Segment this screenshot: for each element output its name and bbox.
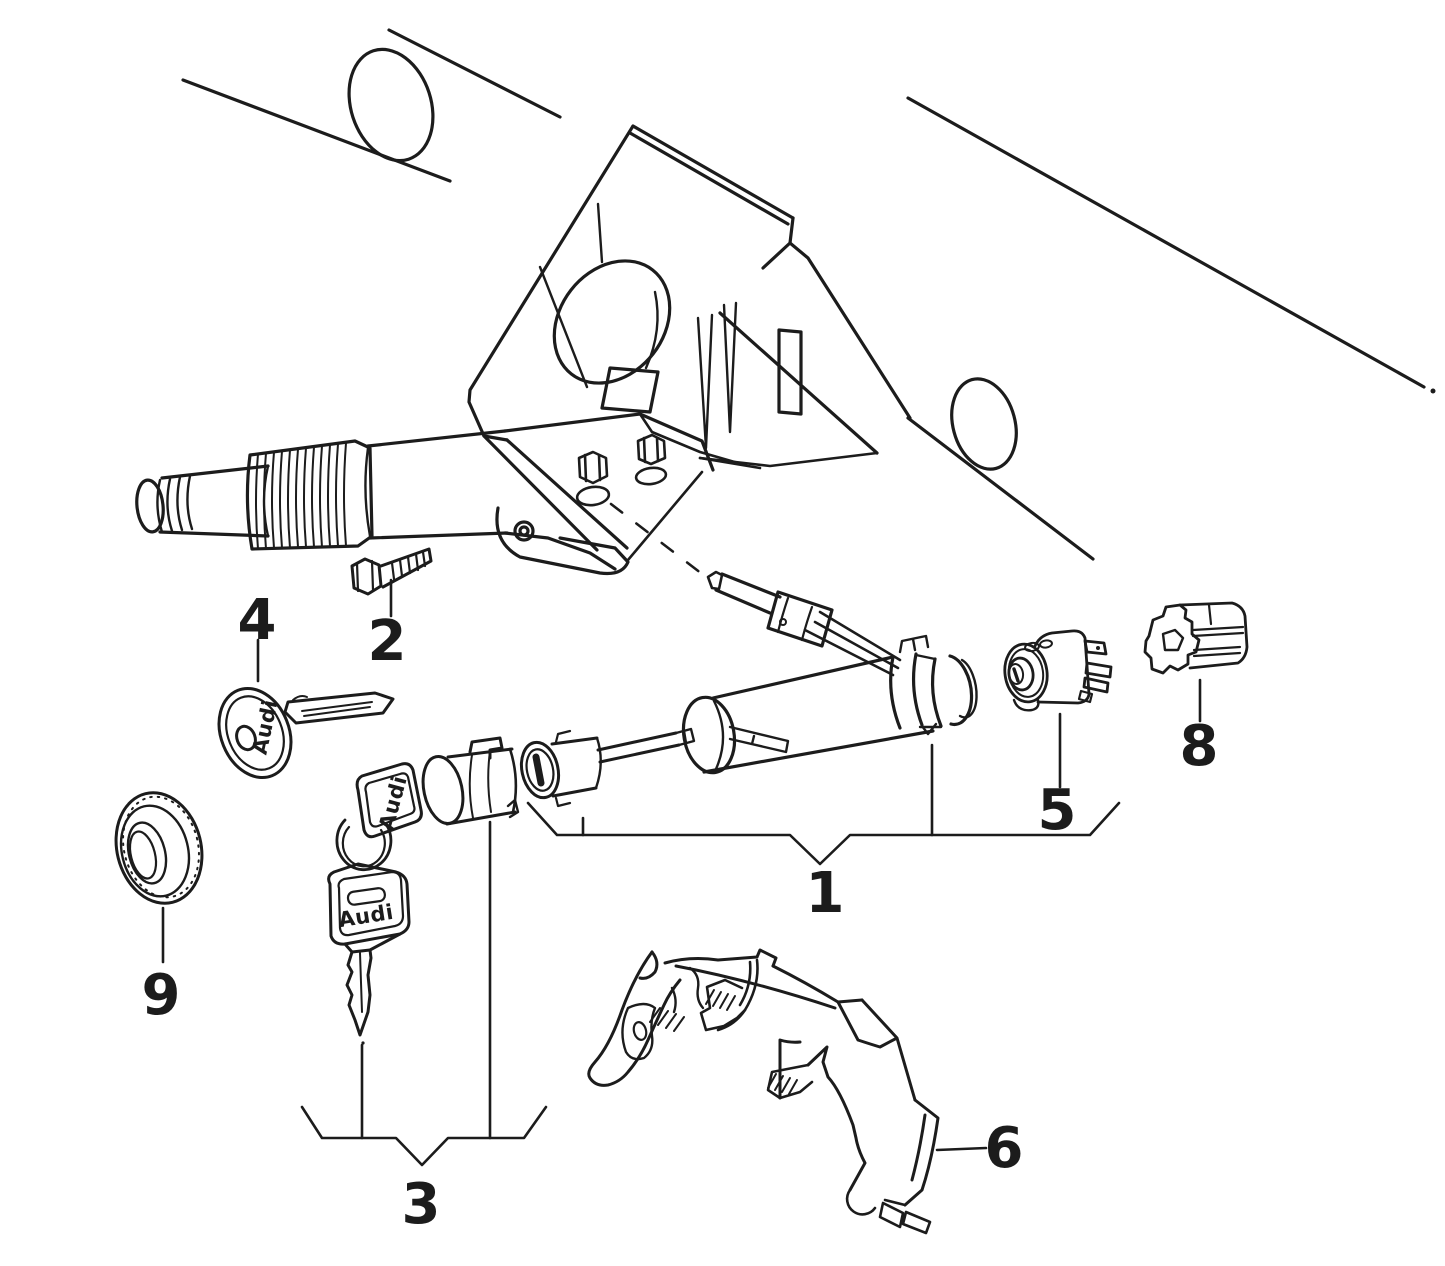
lock-cylinder-with-keys: [327, 727, 696, 1045]
part-callout-4[interactable]: 4: [238, 588, 277, 653]
pivot-arm: [495, 506, 630, 576]
part-callout-5[interactable]: 5: [1038, 778, 1077, 843]
dash-oval-hole-left: [347, 47, 435, 163]
line-end-dot: [1430, 388, 1436, 394]
part-callout-8[interactable]: 8: [1180, 714, 1219, 779]
callout-labels: 1 2 3 4 5 6 8 9 Audi Audi Audi: [142, 588, 1219, 1237]
mounting-bracket-plate: [467, 124, 912, 552]
dash-line-left-upper: [387, 28, 562, 119]
leader-6: [935, 1146, 988, 1152]
dash-line-right-lower: [906, 416, 1095, 561]
bracket-oval-hole: [552, 259, 672, 385]
bracket-tab: [600, 366, 660, 414]
steering-lock-housing: [681, 570, 978, 775]
dash-line-left-lower: [181, 78, 452, 183]
callout-brackets: [161, 578, 1202, 1167]
hanging-key-head: [327, 862, 411, 946]
key-blank: [217, 686, 395, 780]
part-callout-9[interactable]: 9: [142, 963, 181, 1028]
part-callout-1[interactable]: 1: [806, 861, 845, 926]
part-callout-3[interactable]: 3: [402, 1172, 441, 1237]
bracket-callout-3: [300, 1105, 548, 1167]
assembly-axis-dashed-line: [609, 502, 708, 579]
audi-logo-key-blank: Audi: [247, 697, 282, 756]
dash-line-right-upper: [906, 96, 1426, 389]
bracket-slot: [777, 328, 803, 416]
splined-collar: [245, 439, 374, 551]
shaft-tip: [135, 478, 165, 534]
dash-oval-hole-right: [950, 377, 1018, 471]
grommet-stipple: [122, 795, 200, 899]
sealing-grommet: [114, 791, 204, 905]
line-art: [114, 28, 1436, 1235]
steering-column-assembly: [135, 412, 762, 576]
part-callout-2[interactable]: 2: [368, 609, 407, 674]
column-shroud-trim: [587, 948, 940, 1235]
ignition-starter-switch: [1003, 629, 1113, 712]
dash-panel-outline: [181, 28, 1436, 561]
contact-sleeve: [1143, 601, 1249, 675]
bracket-callout-1: [526, 801, 1121, 866]
part-callout-6[interactable]: 6: [985, 1116, 1024, 1181]
bracket-bolts: [575, 433, 668, 507]
clamp-bolt: [350, 547, 433, 596]
